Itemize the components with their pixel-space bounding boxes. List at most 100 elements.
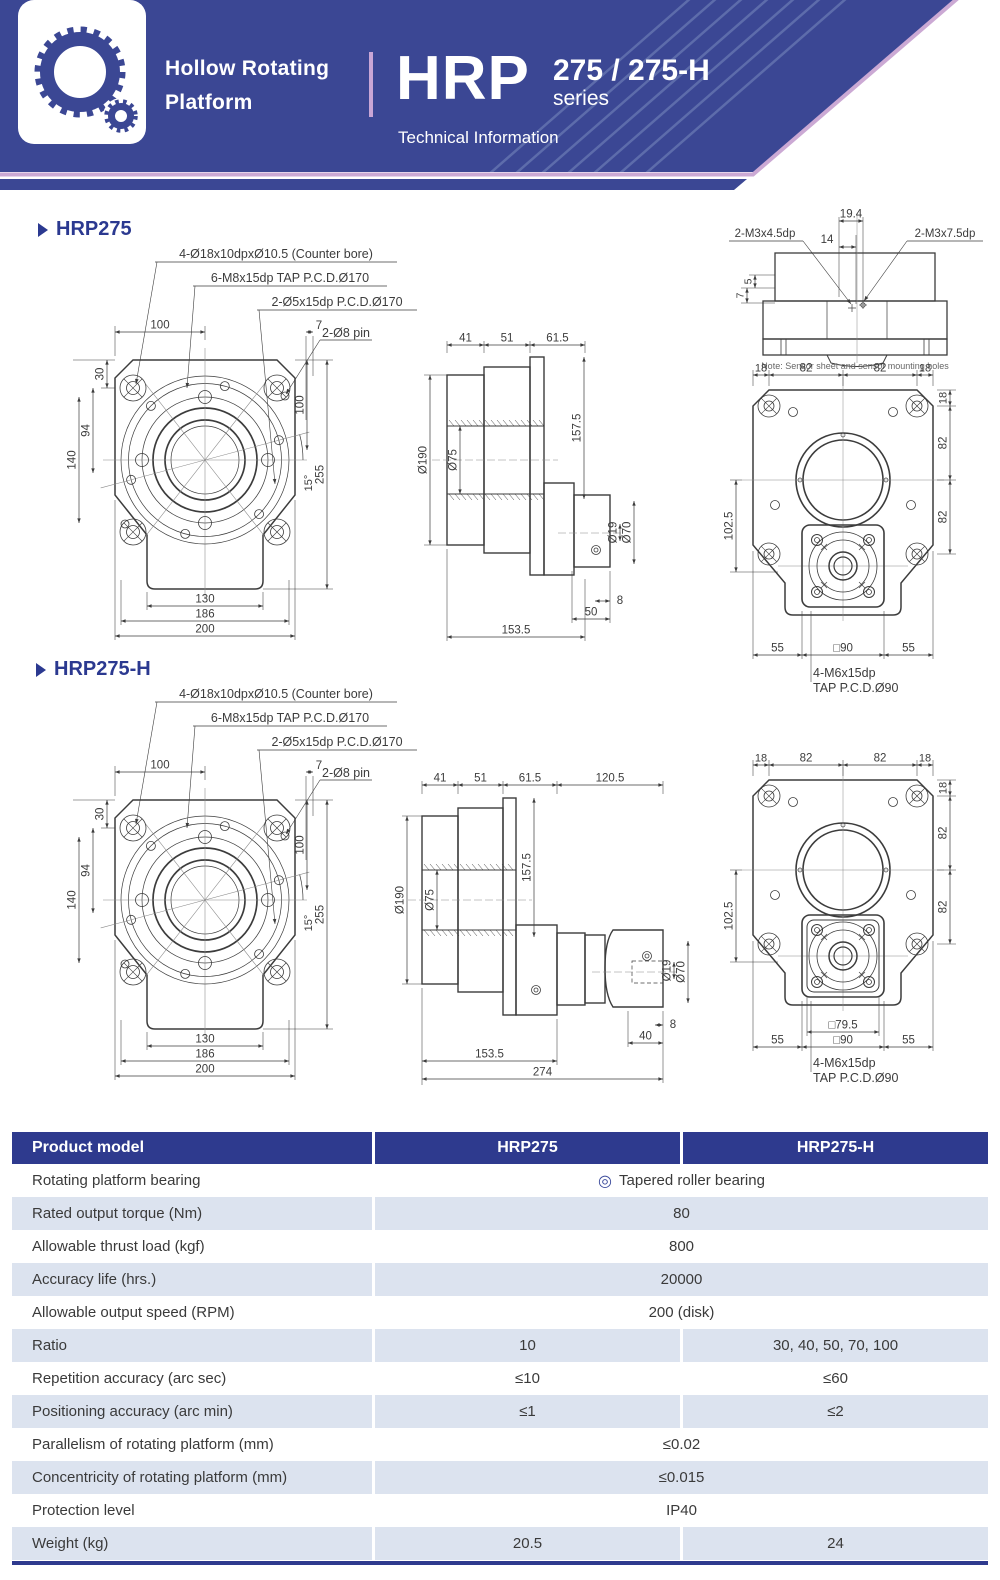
header-background — [0, 0, 959, 190]
dim-label: 140 — [67, 890, 79, 909]
rear-annotation-line2: TAP P.C.D.Ø90 — [813, 1071, 899, 1085]
dim-label: 18 — [938, 782, 950, 794]
spec-table-body: Rotating platform bearing◎Tapered roller… — [12, 1164, 988, 1560]
rear-annotation-line1: 4-M6x15dp — [813, 666, 876, 680]
dim-label: 7 — [316, 760, 322, 772]
spec-value: ≤60 — [680, 1362, 988, 1395]
spec-value: 30, 40, 50, 70, 100 — [680, 1329, 988, 1362]
spec-label: Accuracy life (hrs.) — [12, 1263, 372, 1296]
dim-label: 50 — [585, 607, 598, 619]
dim-label: 51 — [474, 773, 487, 785]
dim-label: □79.5 — [828, 1020, 857, 1032]
spec-label: Repetition accuracy (arc sec) — [32, 1370, 227, 1387]
dim-label: 153.5 — [475, 1049, 504, 1061]
spec-row: Allowable thrust load (kgf)800 — [12, 1230, 988, 1263]
dim-label: 61.5 — [519, 773, 541, 785]
dim-label: 15° — [303, 915, 315, 932]
spec-value: ≤2 — [680, 1395, 988, 1428]
dim-label: 55 — [771, 643, 784, 655]
spec-label: Ratio — [12, 1329, 372, 1362]
spec-row: Accuracy life (hrs.)20000 — [12, 1263, 988, 1296]
logo — [18, 0, 146, 144]
spec-value: 800 — [372, 1230, 988, 1263]
dim-label: 102.5 — [724, 902, 736, 931]
header-divider — [369, 52, 373, 117]
dim-label: 82 — [800, 753, 813, 765]
series-label: series — [553, 87, 610, 110]
spec-value: 80 — [372, 1197, 988, 1230]
section-arrow-icon — [38, 222, 48, 237]
spec-table-bottom-rule — [12, 1561, 988, 1565]
dim-label: Ø75 — [425, 889, 437, 911]
sensor-leader-left: 2-M3x4.5dp — [735, 228, 796, 240]
spec-label: Concentricity of rotating platform (mm) — [12, 1461, 372, 1494]
dim-label: 100 — [295, 395, 307, 414]
rear-annotation-line2: TAP P.C.D.Ø90 — [813, 681, 899, 695]
dim-label: 255 — [315, 905, 327, 924]
header-subtitle: Technical Information — [398, 128, 559, 147]
front-leader-pin: 2-Ø8 pin — [322, 766, 370, 780]
dim-label: 30 — [95, 808, 107, 821]
dim-label: 255 — [315, 465, 327, 484]
product-code: HRP — [396, 44, 530, 113]
dim-label: 157.5 — [572, 414, 584, 443]
dim-label: 51 — [501, 333, 514, 345]
dim-label: 82 — [938, 437, 950, 450]
spec-row: Parallelism of rotating platform (mm)≤0.… — [12, 1428, 988, 1461]
spec-label: Positioning accuracy (arc min) — [12, 1395, 372, 1428]
dim-label: Ø19 — [608, 522, 620, 544]
dim-label: 55 — [771, 1035, 784, 1047]
dim-label: 120.5 — [596, 773, 625, 785]
sensor-note: Note: Sensor sheet and sensor mounting h… — [761, 361, 949, 371]
spec-value: 10 — [372, 1329, 680, 1362]
dim-label: 55 — [902, 1035, 915, 1047]
spec-header-product-model: Product model — [32, 1139, 145, 1156]
dim-label: 18 — [919, 363, 931, 375]
dim-label: 153.5 — [502, 625, 531, 637]
spec-label: Protection level — [32, 1502, 135, 1519]
dim-label: 157.5 — [522, 853, 534, 882]
dim-label: 18 — [919, 753, 931, 765]
dim-label: 200 — [195, 624, 214, 636]
spec-row: Concentricity of rotating platform (mm)≤… — [12, 1461, 988, 1494]
dim-label: 82 — [938, 511, 950, 524]
spec-value: ◎Tapered roller bearing — [372, 1164, 988, 1197]
dim-label: 41 — [459, 333, 472, 345]
section-title-text: HRP275 — [56, 218, 132, 240]
spec-value: ≤1 — [372, 1395, 680, 1428]
spec-label: Allowable output speed (RPM) — [32, 1304, 235, 1321]
dim-label: □90 — [833, 643, 853, 655]
dim-label: 7 — [316, 320, 322, 332]
spec-row: Positioning accuracy (arc min)≤1≤2 — [12, 1395, 988, 1428]
front-leader-counterbore: 4-Ø18x10dpxØ10.5 (Counter bore) — [179, 687, 373, 701]
spec-header-hrp275h: HRP275-H — [680, 1132, 988, 1164]
product-variants: 275 / 275-H — [553, 54, 710, 87]
dim-label: Ø70 — [676, 961, 688, 983]
dim-label: 8 — [670, 1019, 676, 1031]
dim-label: 18 — [938, 392, 950, 404]
dim-label: 186 — [195, 609, 214, 621]
dim-label: 41 — [434, 773, 447, 785]
spec-value: 200 (disk) — [372, 1296, 988, 1329]
dim-label: 186 — [195, 1049, 214, 1061]
brand-line1: Hollow Rotating — [165, 57, 330, 80]
dim-label: 102.5 — [724, 512, 736, 541]
hrp275h-front-view-drawing: 4-Ø18x10dpxØ10.5 (Counter bore)6-M8x15dp… — [67, 687, 417, 1080]
dim-label: 130 — [195, 1034, 214, 1046]
front-leader-pcd: 2-Ø5x15dp P.C.D.Ø170 — [271, 735, 402, 749]
bullseye-icon: ◎ — [598, 1172, 613, 1190]
dim-label: 82 — [874, 363, 887, 375]
product-variant-block: 275 / 275-H series — [553, 56, 710, 112]
sensor-leader-right: 2-M3x7.5dp — [915, 228, 976, 240]
spec-value: 20.5 — [372, 1527, 680, 1560]
spec-label: Rated output torque (Nm) — [12, 1197, 372, 1230]
dim-label: 100 — [295, 835, 307, 854]
dim-label: Ø75 — [448, 449, 460, 471]
spec-row: Rotating platform bearing◎Tapered roller… — [12, 1164, 988, 1197]
